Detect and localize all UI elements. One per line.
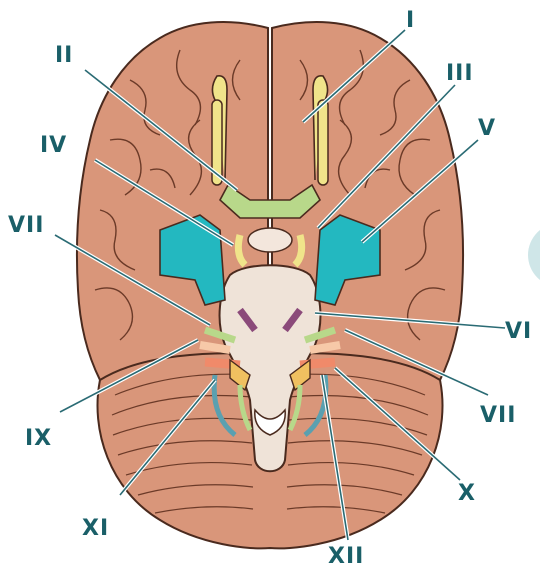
label-facial-left: VII [8, 213, 44, 238]
label-optic: II [55, 43, 73, 68]
edge-decoration [528, 223, 540, 287]
label-abducens: VI [505, 319, 532, 344]
label-hypoglossal: XII [328, 544, 364, 569]
facial-left [200, 345, 230, 350]
label-glossopharyngeal: IX [25, 426, 52, 451]
facial-right [310, 345, 340, 350]
label-trochlear: IV [40, 133, 67, 158]
label-vagus: X [458, 481, 476, 506]
pituitary [248, 228, 292, 252]
label-accessory: XI [82, 516, 109, 541]
label-oculomotor: III [446, 61, 474, 86]
label-facial-right: VII [480, 403, 516, 428]
label-olfactory: I [406, 8, 415, 33]
olfactory-tract-right [318, 100, 328, 185]
label-trigeminal: V [478, 116, 496, 141]
